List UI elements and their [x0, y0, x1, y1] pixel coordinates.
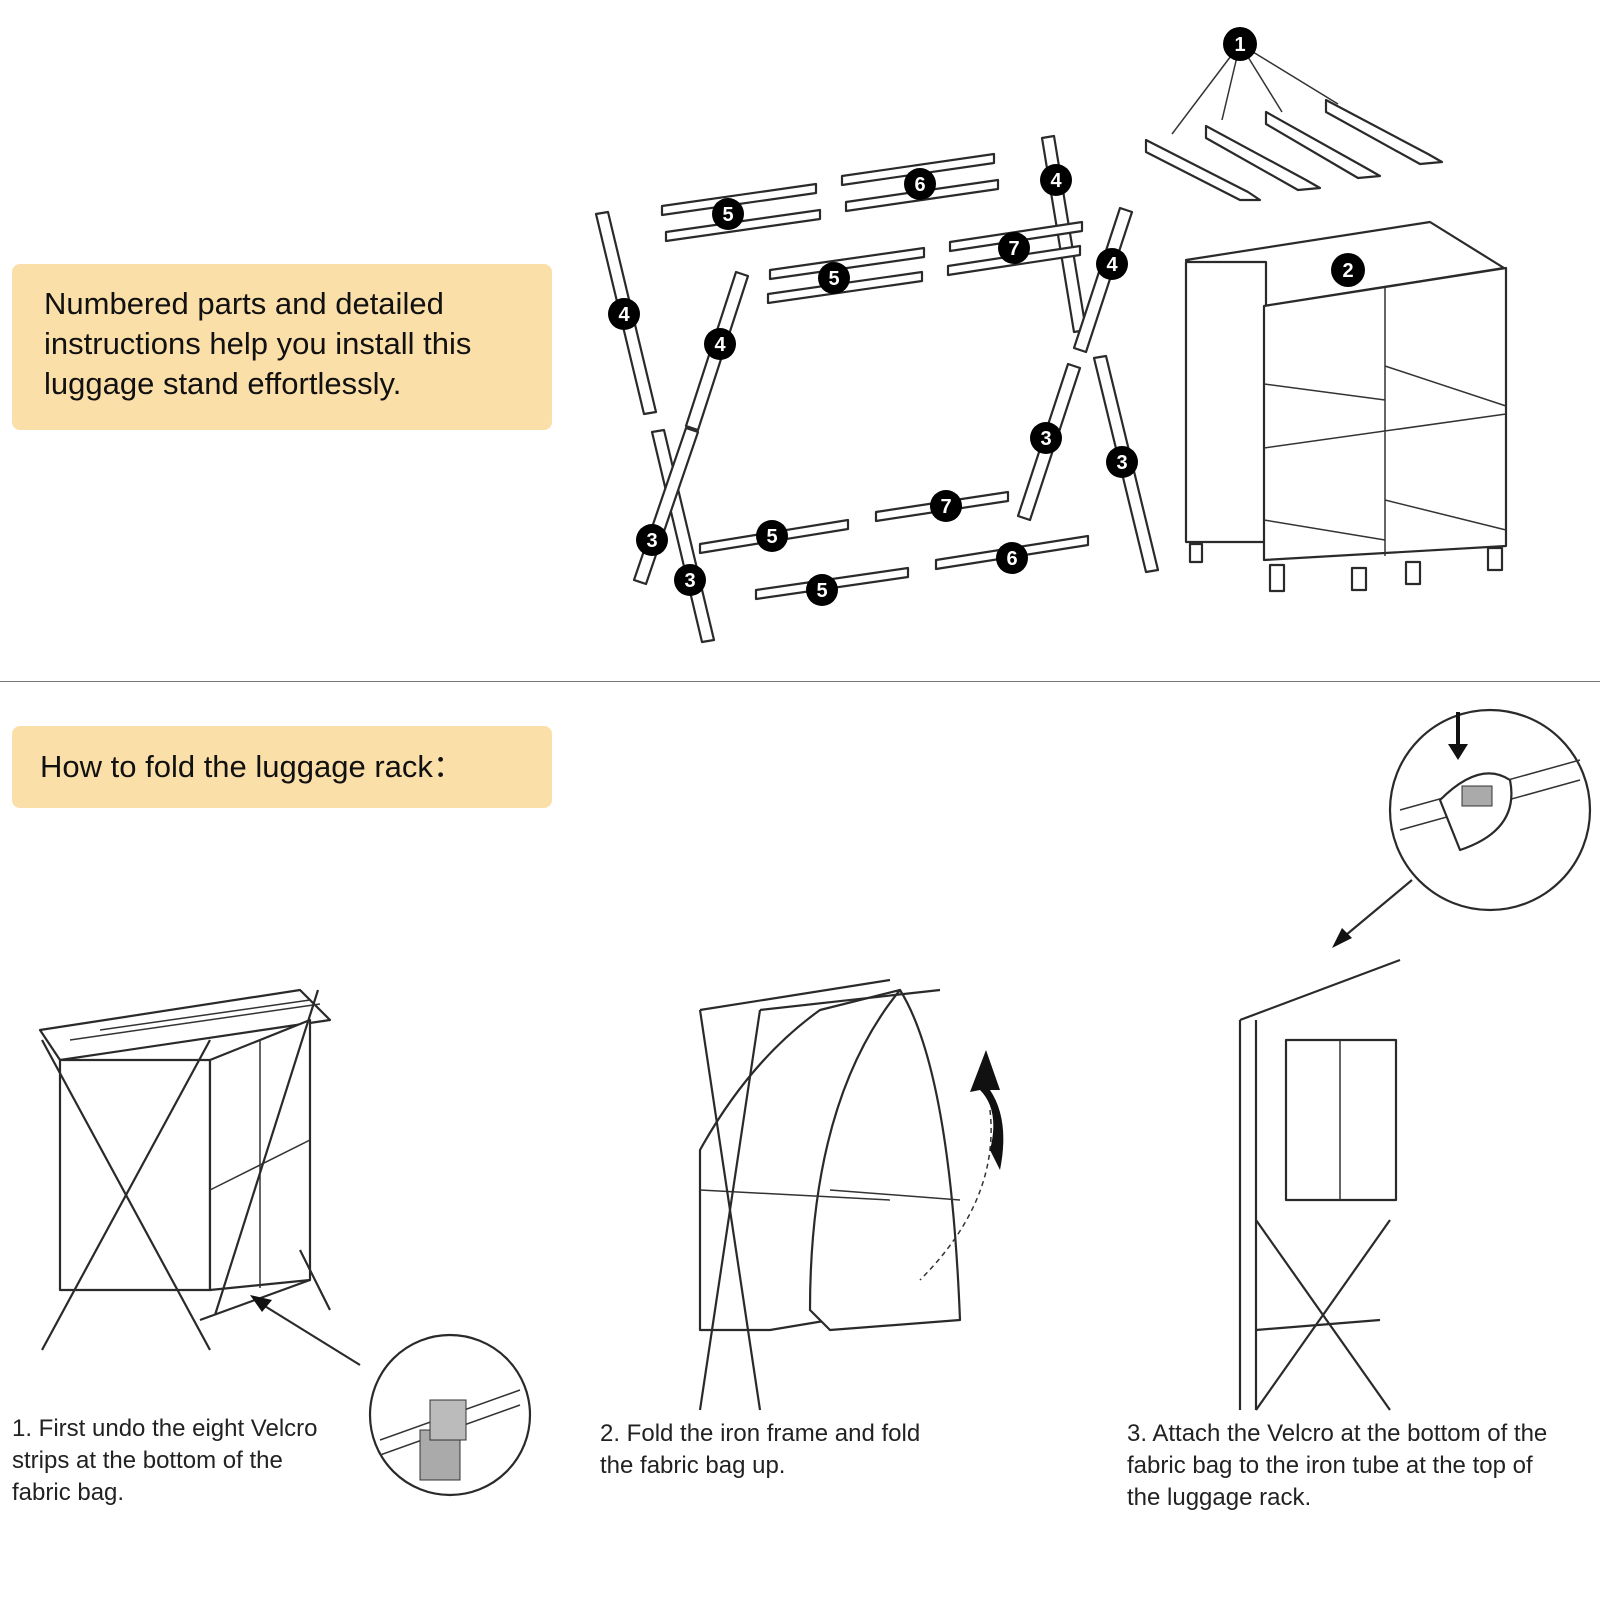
svg-text:3: 3 — [1040, 428, 1051, 450]
step-1-illustration — [38, 988, 532, 1497]
badge-5: 5 — [712, 198, 744, 230]
badge-4: 4 — [608, 298, 640, 330]
curved-arrow-icon — [970, 1050, 1004, 1170]
fold-callout: How to fold the luggage rack： — [12, 726, 552, 808]
svg-text:4: 4 — [714, 334, 726, 356]
svg-text:5: 5 — [828, 268, 839, 290]
badge-7: 7 — [930, 490, 962, 522]
svg-text:5: 5 — [722, 204, 733, 226]
intro-callout: Numbered parts and detailed instructions… — [12, 264, 552, 430]
badge-5: 5 — [818, 262, 850, 294]
svg-text:5: 5 — [816, 580, 827, 602]
svg-text:7: 7 — [940, 496, 951, 518]
svg-text:1: 1 — [1234, 34, 1245, 56]
step-2-illustration — [698, 978, 1004, 1411]
velcro-icon — [1461, 785, 1493, 807]
badge-1: 1 — [1223, 27, 1257, 61]
badge-2: 2 — [1331, 253, 1365, 287]
badge-3: 3 — [674, 564, 706, 596]
svg-text:3: 3 — [684, 570, 695, 592]
svg-text:6: 6 — [1006, 548, 1017, 570]
badge-5: 5 — [756, 520, 788, 552]
step-1-text: 1. First undo the eight Velcro strips at… — [12, 1415, 318, 1506]
fold-heading: How to fold the luggage rack： — [40, 749, 464, 784]
badge-3: 3 — [636, 524, 668, 556]
svg-text:3: 3 — [646, 530, 657, 552]
badge-3: 3 — [1106, 446, 1138, 478]
step-3-text: 3. Attach the Velcro at the bottom of th… — [1127, 1420, 1548, 1511]
badge-6: 6 — [996, 542, 1028, 574]
svg-text:5: 5 — [766, 526, 777, 548]
badge-6: 6 — [904, 168, 936, 200]
svg-text:4: 4 — [618, 304, 630, 326]
svg-text:6: 6 — [914, 174, 925, 196]
badge-3: 3 — [1030, 422, 1062, 454]
step-2-text: 2. Fold the iron frame and fold the fabr… — [600, 1420, 921, 1479]
svg-text:2: 2 — [1342, 260, 1353, 282]
step-3-illustration — [1238, 708, 1592, 1411]
strap-group — [1144, 43, 1444, 202]
badge-5: 5 — [806, 574, 838, 606]
badge-4: 4 — [1040, 164, 1072, 196]
svg-text:3: 3 — [1116, 452, 1127, 474]
arrow-icon — [1448, 744, 1468, 760]
svg-text:7: 7 — [1008, 238, 1019, 260]
exploded-parts-diagram: 1 2 3 3 3 3 4 4 4 4 5 5 5 5 6 6 7 7 — [594, 27, 1508, 644]
section-divider — [0, 681, 1600, 682]
badge-7: 7 — [998, 232, 1030, 264]
intro-text: Numbered parts and detailed instructions… — [44, 286, 472, 401]
svg-text:4: 4 — [1106, 254, 1118, 276]
svg-text:4: 4 — [1050, 170, 1062, 192]
badge-4: 4 — [1096, 248, 1128, 280]
badge-4: 4 — [704, 328, 736, 360]
